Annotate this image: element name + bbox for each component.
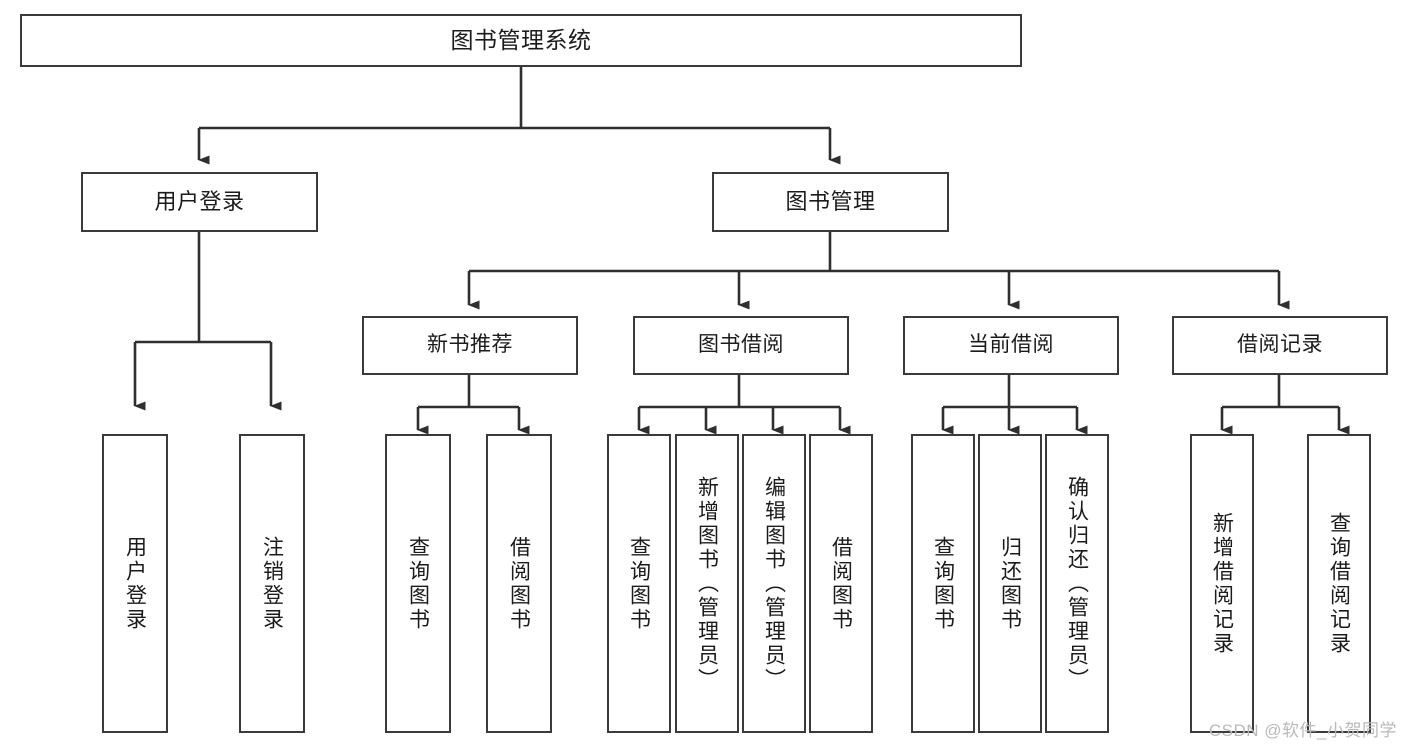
- leaf-user-login[interactable]: 用户登录: [102, 434, 168, 733]
- node-label: 用户登录: [123, 535, 147, 632]
- node-borrow-record[interactable]: 借阅记录: [1172, 316, 1388, 375]
- node-book-manage[interactable]: 图书管理: [712, 172, 949, 232]
- leaf-query-book-current[interactable]: 查询图书: [911, 434, 975, 733]
- node-user-login[interactable]: 用户登录: [81, 172, 318, 232]
- node-label: 查询图书: [931, 535, 955, 632]
- leaf-edit-book[interactable]: 编辑图书（管理员）: [742, 434, 806, 733]
- node-label: 借阅记录: [1237, 333, 1323, 357]
- node-label: 查询借阅记录: [1327, 511, 1351, 656]
- leaf-query-book-recommend[interactable]: 查询图书: [385, 434, 451, 733]
- node-label: 用户登录: [154, 189, 245, 215]
- leaf-query-borrow-record[interactable]: 查询借阅记录: [1307, 434, 1371, 733]
- node-label: 归还图书: [998, 535, 1022, 632]
- node-label: 注销登录: [260, 535, 284, 632]
- leaf-confirm-return[interactable]: 确认归还（管理员）: [1045, 434, 1109, 733]
- node-label: 借阅图书: [829, 535, 853, 632]
- node-label: 当前借阅: [968, 333, 1054, 357]
- leaf-borrow-book[interactable]: 借阅图书: [809, 434, 873, 733]
- leaf-query-book-borrow[interactable]: 查询图书: [607, 434, 671, 733]
- node-new-book-recommend[interactable]: 新书推荐: [362, 316, 578, 375]
- node-label: 查询图书: [627, 535, 651, 632]
- node-book-borrow[interactable]: 图书借阅: [633, 316, 849, 375]
- node-label: 图书管理系统: [450, 26, 592, 53]
- node-label: 图书管理: [785, 189, 876, 215]
- node-label: 新增借阅记录: [1210, 511, 1234, 656]
- leaf-logout-login[interactable]: 注销登录: [239, 434, 305, 733]
- watermark-text: CSDN @软件_小贺同学: [1208, 721, 1397, 740]
- node-label: 编辑图书（管理员）: [762, 475, 786, 692]
- node-label: 确认归还（管理员）: [1065, 475, 1089, 692]
- leaf-return-book[interactable]: 归还图书: [978, 434, 1042, 733]
- node-label: 查询图书: [406, 535, 430, 632]
- leaf-add-book[interactable]: 新增图书（管理员）: [675, 434, 739, 733]
- node-root-system[interactable]: 图书管理系统: [20, 14, 1022, 67]
- node-label: 新书推荐: [427, 333, 513, 357]
- leaf-add-borrow-record[interactable]: 新增借阅记录: [1190, 434, 1254, 733]
- leaf-borrow-book-recommend[interactable]: 借阅图书: [486, 434, 552, 733]
- node-label: 新增图书（管理员）: [695, 475, 719, 692]
- node-label: 图书借阅: [698, 333, 784, 357]
- node-current-borrow[interactable]: 当前借阅: [903, 316, 1119, 375]
- node-label: 借阅图书: [507, 535, 531, 632]
